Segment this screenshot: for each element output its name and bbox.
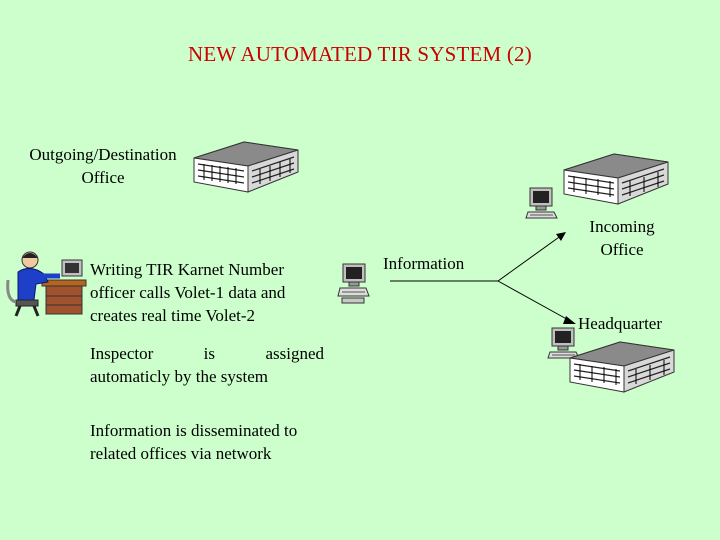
outgoing-office-label-line2: Office <box>81 168 125 187</box>
step-dissemination-text: Information is disseminated to related o… <box>90 419 340 465</box>
step-writing-line1: Writing TIR Karnet Number <box>90 260 284 279</box>
incoming-office-label: Incoming Office <box>572 215 672 261</box>
office-building-icon <box>569 341 675 393</box>
incoming-office-label-line1: Incoming <box>589 217 655 236</box>
page-title: NEW AUTOMATED TIR SYSTEM (2) <box>188 42 532 66</box>
headquarter-label: Headquarter <box>578 314 663 333</box>
office-building-icon <box>193 141 299 193</box>
computer-terminal-icon <box>525 187 558 219</box>
network-line-to-incoming <box>497 234 563 282</box>
arrowhead-to-headquarter <box>563 316 576 324</box>
officer-at-desk-icon <box>6 251 87 317</box>
step-inspector-line1: Inspector is assigned <box>90 344 324 363</box>
step-writing-text: Writing TIR Karnet Number officer calls … <box>90 258 330 327</box>
office-building-icon <box>563 153 669 205</box>
computer-terminal-icon <box>337 263 370 304</box>
step-inspector-text: Inspector is assigned automaticly by the… <box>90 342 324 388</box>
network-line-to-headquarter <box>497 280 573 323</box>
outgoing-office-label-line1: Outgoing/Destination <box>29 145 177 164</box>
arrowhead-to-incoming <box>556 232 566 241</box>
step-dissemination-line1: Information is disseminated to <box>90 421 298 440</box>
step-dissemination-line2: related offices via network <box>90 444 272 463</box>
incoming-office-label-line2: Office <box>600 240 644 259</box>
step-writing-line3: creates real time Volet-2 <box>90 306 256 325</box>
step-writing-line2: officer calls Volet-1 data and <box>90 283 286 302</box>
step-inspector-line2: automaticly by the system <box>90 367 268 386</box>
information-label: Information <box>383 254 465 273</box>
computer-terminal-icon <box>547 327 580 359</box>
outgoing-office-label: Outgoing/Destination Office <box>10 143 196 189</box>
